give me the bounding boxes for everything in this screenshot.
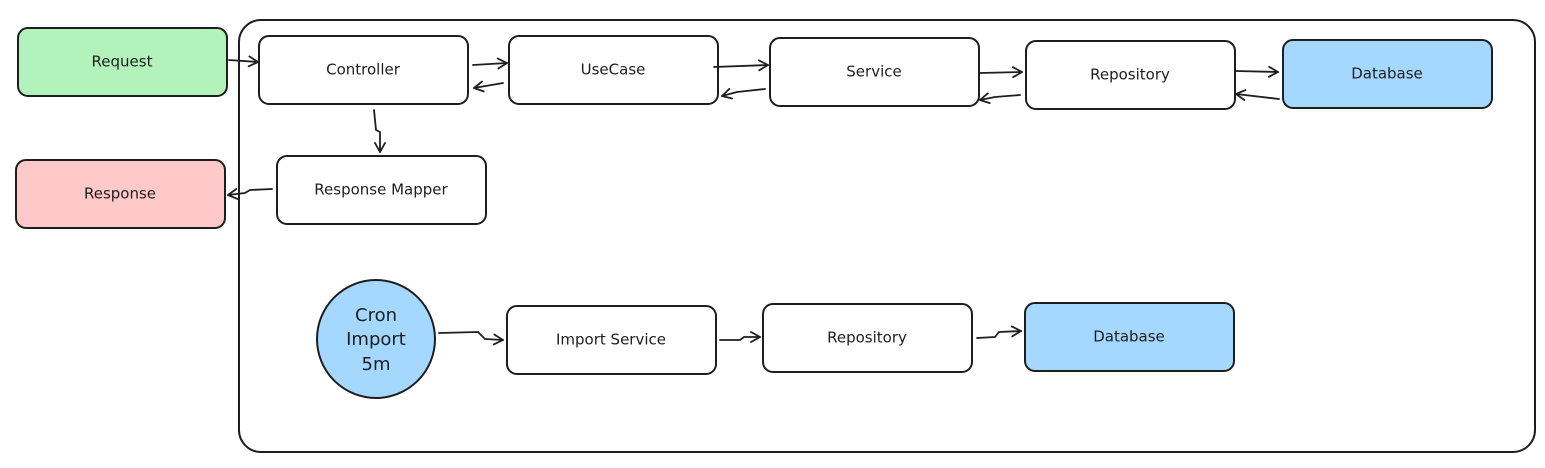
response-label: Response	[84, 185, 156, 203]
usecase-node: UseCase	[508, 35, 719, 105]
arrow-controller-to-usecase	[472, 57, 508, 70]
arrow-usecase-to-service	[713, 59, 769, 72]
database-bottom-node: Database	[1024, 302, 1235, 372]
arrow-service-to-usecase	[721, 87, 766, 100]
arrow-usecase-to-controller	[473, 80, 504, 93]
arrow-request-to-controller	[228, 55, 259, 68]
cron-import-node: Cron Import 5m	[316, 279, 436, 399]
arrow-repository-to-service	[979, 92, 1021, 105]
controller-node: Controller	[258, 35, 469, 105]
response-mapper-label: Response Mapper	[314, 181, 448, 199]
service-label: Service	[846, 63, 901, 81]
request-label: Request	[92, 53, 153, 71]
usecase-label: UseCase	[581, 61, 646, 79]
arrow-controller-to-response-mapper	[373, 109, 386, 153]
arrow-repository-to-database-bottom	[976, 325, 1022, 339]
database-bottom-label: Database	[1093, 328, 1165, 346]
service-node: Service	[769, 37, 980, 107]
database-top-label: Database	[1351, 65, 1423, 83]
database-top-node: Database	[1282, 39, 1493, 109]
arrow-repository-to-database	[1235, 65, 1279, 78]
repository-bottom-node: Repository	[762, 303, 973, 373]
arrow-cron-to-import-service	[438, 331, 504, 346]
arrow-response-mapper-to-response	[227, 188, 273, 200]
arrow-service-to-repository	[979, 66, 1023, 79]
controller-label: Controller	[326, 61, 401, 79]
cron-label-line2: Import	[346, 329, 406, 350]
cron-label-line1: Cron	[355, 305, 397, 326]
repository-bottom-label: Repository	[827, 329, 907, 347]
response-node: Response	[15, 159, 226, 229]
repository-top-node: Repository	[1025, 40, 1236, 110]
arrow-database-to-repository	[1235, 89, 1280, 101]
import-service-label: Import Service	[556, 331, 666, 349]
cron-label-line3: 5m	[362, 354, 391, 375]
import-service-node: Import Service	[506, 305, 717, 375]
request-node: Request	[17, 27, 228, 97]
repository-top-label: Repository	[1090, 66, 1170, 84]
response-mapper-node: Response Mapper	[276, 155, 487, 225]
application-boundary	[238, 19, 1536, 453]
arrow-import-service-to-repository	[719, 331, 761, 343]
